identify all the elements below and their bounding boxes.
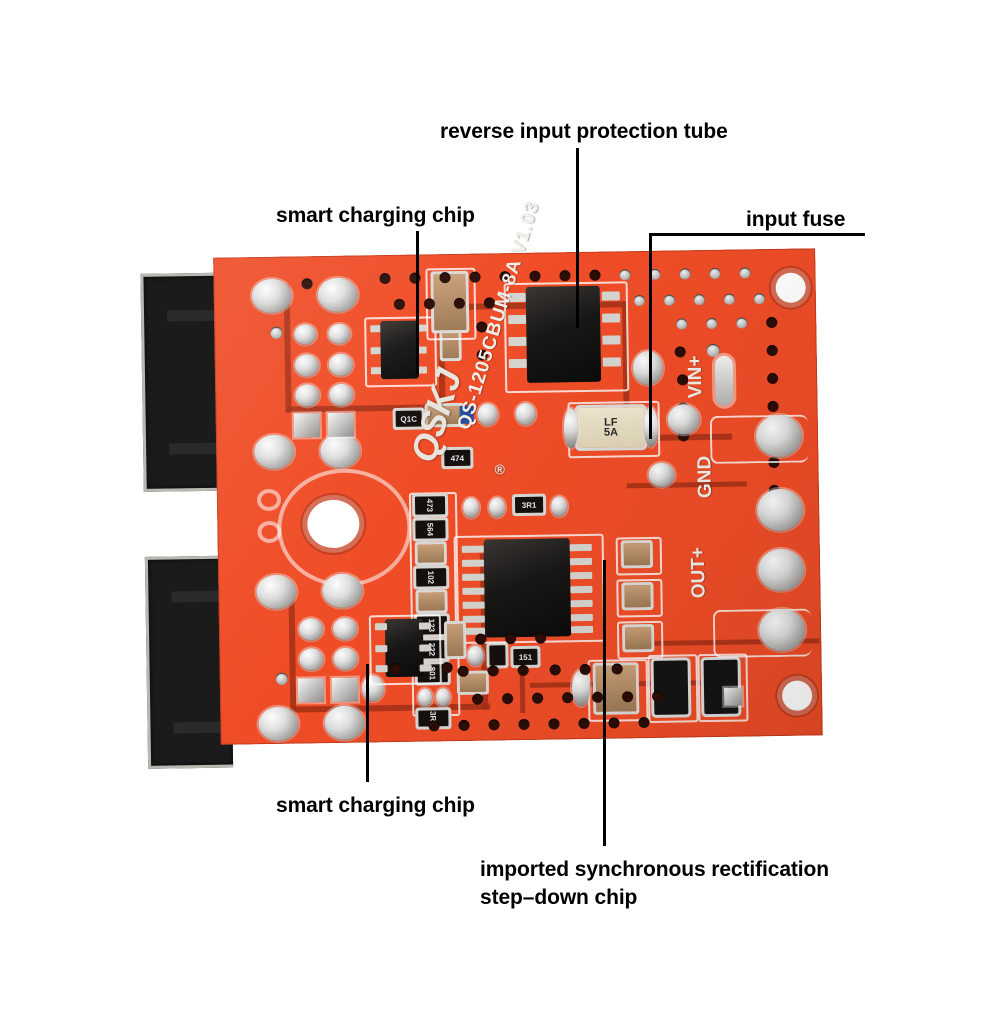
leader-input-fuse-horizontal (649, 233, 865, 236)
annotation-smart-charging-chip-bottom: smart charging chip (276, 794, 475, 817)
silk-label-vin: VIN+ (684, 355, 707, 399)
reverse-protection-mosfet (525, 285, 602, 383)
leader-smart-charging-chip-top (416, 231, 419, 374)
annotation-smart-charging-chip-top: smart charging chip (276, 204, 475, 227)
brand-registered-mark: ® (494, 461, 505, 478)
output-component-1 (653, 660, 689, 715)
annotation-input-fuse: input fuse (746, 208, 846, 231)
leader-smart-charging-chip-bottom (366, 664, 369, 782)
silk-label-gnd: GND (694, 455, 716, 499)
input-fuse-component: LF 5A (577, 407, 645, 449)
terminal-pad-gnd-1 (756, 488, 804, 532)
test-point-pad (723, 687, 743, 706)
mounting-hole-tr (775, 272, 806, 303)
annotation-reverse-input-protection-tube: reverse input protection tube (440, 120, 728, 143)
annotation-step-down-chip-line1: imported synchronous rectification (480, 858, 829, 881)
fuse-marking: LF 5A (603, 416, 619, 439)
annotation-step-down-chip-line2: step–down chip (480, 886, 638, 910)
leader-input-fuse-vertical (649, 233, 652, 439)
smart-charging-chip-top-component (380, 320, 420, 380)
leader-step-down-chip (603, 560, 606, 846)
silk-label-out: OUT+ (687, 546, 710, 599)
res-474: 474 (450, 453, 465, 463)
annotation-step-down-chip: imported synchronous rectification step–… (480, 856, 920, 913)
terminal-pad-gnd-2 (757, 548, 805, 592)
mounting-hole-br (781, 680, 813, 711)
leader-reverse-input-protection-tube (576, 148, 579, 328)
pcb-board: LF 5A Q1C 474 473 564 102 123 222 (213, 199, 823, 745)
synchronous-rectification-step-down-chip (483, 538, 572, 638)
